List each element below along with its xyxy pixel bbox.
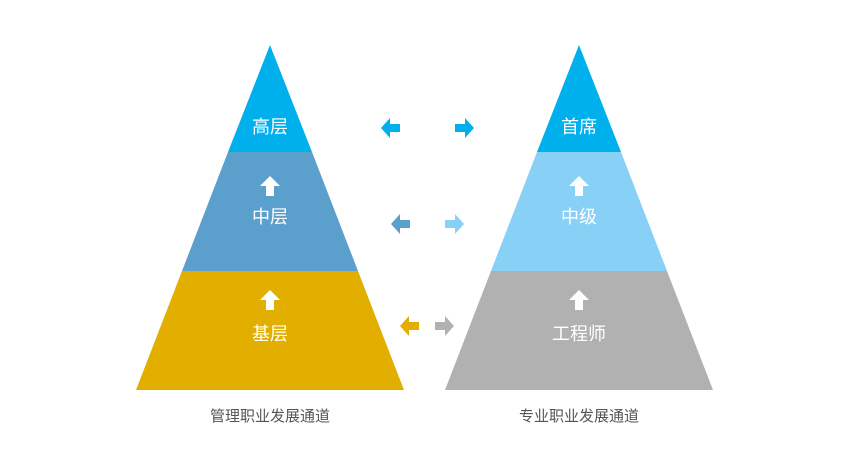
professional-caption: 专业职业发展通道 [519,407,639,425]
professional-pyramid: 首席 中级 工程师 专业职业发展通道 [445,45,713,425]
management-top-label: 高层 [252,117,288,138]
right-arrow-icon [445,214,464,234]
left-arrow-icon [381,118,400,138]
professional-middle-label: 中级 [561,207,597,228]
right-arrow-icon [455,118,474,138]
professional-top-label: 首席 [561,117,597,138]
professional-base-tier [445,271,713,390]
management-base-tier [136,271,404,390]
professional-base-label: 工程师 [552,324,606,345]
management-caption: 管理职业发展通道 [210,407,330,425]
management-middle-tier [182,152,358,271]
management-pyramid: 高层 中层 基层 管理职业发展通道 [136,45,404,425]
left-arrow-icon [391,214,410,234]
professional-top-tier [537,45,621,152]
management-base-label: 基层 [252,324,288,345]
management-middle-label: 中层 [252,207,288,228]
management-top-tier [228,45,312,152]
professional-middle-tier [491,152,667,271]
right-arrow-icon [435,316,454,336]
left-arrow-icon [400,316,419,336]
